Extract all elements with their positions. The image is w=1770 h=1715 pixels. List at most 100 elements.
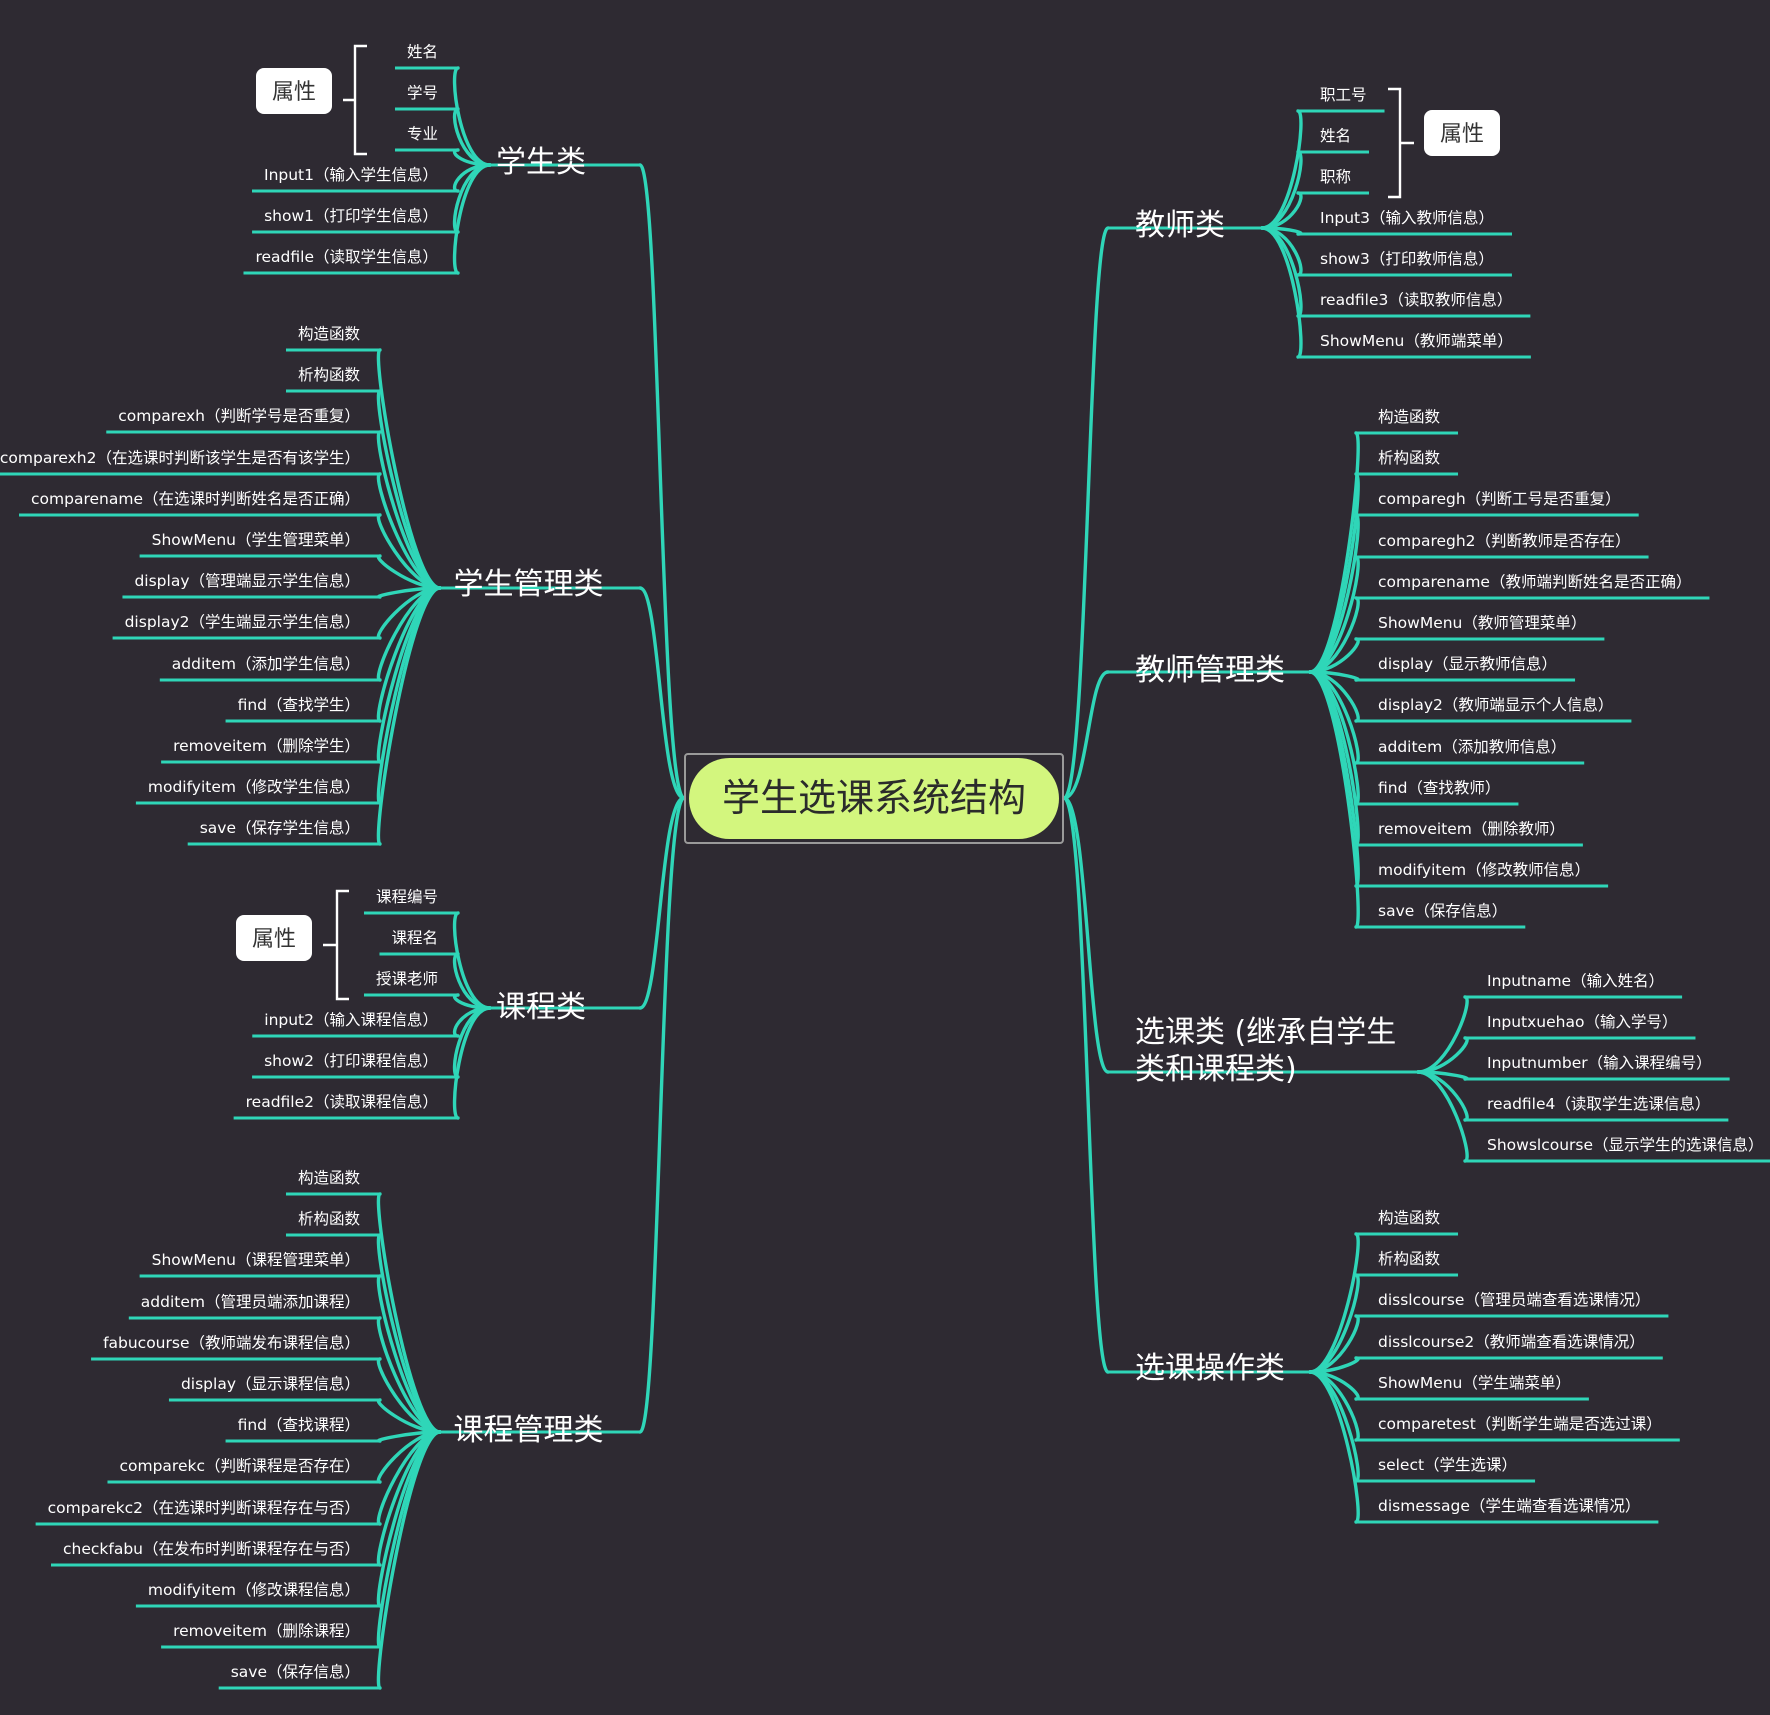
- leaf-connector: [452, 163, 492, 275]
- attribute-leaf[interactable]: 专业: [407, 125, 438, 143]
- method-leaf[interactable]: disslcourse（管理员端查看选课情况）: [1378, 1291, 1650, 1309]
- method-leaf[interactable]: additem（添加教师信息）: [1378, 738, 1566, 756]
- branch-title[interactable]: 教师类: [1135, 208, 1225, 243]
- central-topic-selection-frame: [684, 753, 1064, 844]
- method-leaf[interactable]: show3（打印教师信息）: [1320, 250, 1494, 268]
- method-leaf[interactable]: readfile2（读取课程信息）: [246, 1093, 438, 1111]
- method-leaf[interactable]: fabucourse（教师端发布课程信息）: [103, 1334, 360, 1352]
- method-leaf[interactable]: 析构函数: [1378, 1250, 1441, 1268]
- method-leaf[interactable]: disslcourse2（教师端查看选课情况）: [1378, 1333, 1645, 1351]
- method-leaf[interactable]: Input1（输入学生信息）: [264, 166, 438, 184]
- branch-connector: [638, 586, 686, 800]
- method-leaf[interactable]: readfile3（读取教师信息）: [1320, 291, 1512, 309]
- method-leaf[interactable]: 构造函数: [298, 325, 361, 343]
- method-leaf[interactable]: additem（添加学生信息）: [172, 655, 360, 673]
- branch-title[interactable]: 学生类: [496, 145, 586, 180]
- leaf-connector: [376, 1430, 442, 1690]
- method-leaf[interactable]: removeitem（删除教师）: [1378, 820, 1565, 838]
- branch-connector: [638, 796, 686, 1010]
- method-leaf[interactable]: modifyitem（修改教师信息）: [1378, 861, 1590, 879]
- branch-title[interactable]: 教师管理类: [1135, 653, 1285, 688]
- method-leaf[interactable]: removeitem（删除学生）: [173, 737, 360, 755]
- attribute-leaf[interactable]: 课程名: [391, 929, 438, 947]
- attribute-tag-label: 属性: [252, 927, 296, 952]
- method-leaf[interactable]: comparetest（判断学生端是否选过课）: [1378, 1415, 1662, 1433]
- method-leaf[interactable]: modifyitem（修改学生信息）: [148, 778, 360, 796]
- method-leaf[interactable]: comparegh（判断工号是否重复）: [1378, 490, 1621, 508]
- method-leaf[interactable]: ShowMenu（学生管理菜单）: [152, 531, 360, 549]
- method-leaf[interactable]: select（学生选课）: [1378, 1456, 1517, 1474]
- method-leaf[interactable]: modifyitem（修改课程信息）: [148, 1581, 360, 1599]
- leaf-connector: [1308, 1370, 1360, 1524]
- attribute-leaf[interactable]: 职称: [1320, 168, 1351, 186]
- attribute-tag[interactable]: 属性: [256, 68, 332, 114]
- attribute-leaf[interactable]: 课程编号: [376, 888, 438, 906]
- attribute-leaf[interactable]: 职工号: [1320, 86, 1367, 104]
- method-leaf[interactable]: readfile（读取学生信息）: [255, 248, 438, 266]
- method-leaf[interactable]: show1（打印学生信息）: [264, 207, 438, 225]
- attribute-leaf[interactable]: 学号: [407, 84, 438, 102]
- branch-title[interactable]: 课程类: [496, 990, 586, 1025]
- method-leaf[interactable]: ShowMenu（教师管理菜单）: [1378, 614, 1586, 632]
- leaf-connector: [1260, 226, 1303, 318]
- method-leaf[interactable]: ShowMenu（课程管理菜单）: [152, 1251, 360, 1269]
- method-leaf[interactable]: comparexh2（在选课时判断该学生是否有该学生）: [0, 449, 360, 467]
- method-leaf[interactable]: find（查找课程）: [238, 1416, 360, 1434]
- method-leaf[interactable]: save（保存信息）: [231, 1663, 360, 1681]
- attribute-leaf[interactable]: 授课老师: [376, 970, 438, 988]
- method-leaf[interactable]: find（查找学生）: [238, 696, 360, 714]
- attribute-leaf[interactable]: 姓名: [407, 43, 438, 61]
- method-leaf[interactable]: 构造函数: [1378, 408, 1441, 426]
- method-leaf[interactable]: display（显示教师信息）: [1378, 655, 1557, 673]
- method-leaf[interactable]: Inputxuehao（输入学号）: [1487, 1013, 1677, 1031]
- method-leaf[interactable]: Showslcourse（显示学生的选课信息）: [1487, 1136, 1764, 1154]
- method-leaf[interactable]: ShowMenu（学生端菜单）: [1378, 1374, 1571, 1392]
- method-leaf[interactable]: ShowMenu（教师端菜单）: [1320, 332, 1513, 350]
- branch-title[interactable]: 学生管理类: [454, 567, 604, 602]
- method-leaf[interactable]: comparekc（判断课程是否存在）: [119, 1457, 360, 1475]
- method-leaf[interactable]: comparekc2（在选课时判断课程存在与否）: [48, 1499, 360, 1517]
- method-leaf[interactable]: input2（输入课程信息）: [264, 1011, 438, 1029]
- method-leaf[interactable]: 构造函数: [1378, 1209, 1441, 1227]
- method-leaf[interactable]: removeitem（删除课程）: [173, 1622, 360, 1640]
- attribute-tag[interactable]: 属性: [1424, 110, 1500, 156]
- method-leaf[interactable]: show2（打印课程信息）: [264, 1052, 438, 1070]
- leaf-connector: [1416, 995, 1469, 1074]
- method-leaf[interactable]: display（显示课程信息）: [181, 1375, 360, 1393]
- branch-title[interactable]: 课程管理类: [454, 1413, 604, 1448]
- method-leaf[interactable]: checkfabu（在发布时判断课程存在与否）: [63, 1540, 360, 1558]
- branch-connector: [1062, 796, 1110, 1074]
- method-leaf[interactable]: Inputnumber（输入课程编号）: [1487, 1054, 1712, 1072]
- method-leaf[interactable]: additem（管理员端添加课程）: [141, 1293, 360, 1311]
- attribute-tag-box: [1424, 110, 1500, 156]
- method-leaf[interactable]: 析构函数: [1378, 449, 1441, 467]
- method-leaf[interactable]: 构造函数: [298, 1169, 361, 1187]
- branch-title[interactable]: 选课操作类: [1135, 1351, 1285, 1386]
- central-topic[interactable]: 学生选课系统结构: [689, 758, 1059, 839]
- method-leaf[interactable]: comparegh2（判断教师是否存在）: [1378, 532, 1631, 550]
- method-leaf[interactable]: save（保存学生信息）: [200, 819, 360, 837]
- method-leaf[interactable]: comparexh（判断学号是否重复）: [118, 407, 360, 425]
- method-leaf[interactable]: comparename（教师端判断姓名是否正确）: [1378, 573, 1691, 591]
- method-leaf[interactable]: Inputname（输入姓名）: [1487, 972, 1664, 990]
- leaf-connector: [376, 1357, 442, 1434]
- method-leaf[interactable]: find（查找教师）: [1378, 779, 1500, 797]
- method-leaf[interactable]: display2（学生端显示学生信息）: [125, 613, 360, 631]
- method-leaf[interactable]: display2（教师端显示个人信息）: [1378, 696, 1613, 714]
- branch-connector: [1062, 226, 1110, 800]
- method-leaf[interactable]: dismessage（学生端查看选课情况）: [1378, 1497, 1640, 1515]
- method-leaf[interactable]: readfile4（读取学生选课信息）: [1487, 1095, 1710, 1113]
- attribute-leaf[interactable]: 姓名: [1320, 127, 1351, 145]
- method-leaf[interactable]: 析构函数: [298, 1210, 361, 1228]
- method-leaf[interactable]: comparename（在选课时判断姓名是否正确）: [31, 490, 360, 508]
- method-leaf[interactable]: display（管理端显示学生信息）: [134, 572, 360, 590]
- method-leaf[interactable]: save（保存信息）: [1378, 902, 1507, 920]
- leaf-connector: [1416, 1070, 1469, 1122]
- method-leaf[interactable]: Input3（输入教师信息）: [1320, 209, 1494, 227]
- label-layer: 学生类姓名学号专业Input1（输入学生信息）show1（打印学生信息）read…: [0, 43, 1764, 1681]
- method-leaf[interactable]: 析构函数: [298, 366, 361, 384]
- branch-title[interactable]: 选课类 (继承自学生类和课程类): [1135, 1015, 1396, 1087]
- attribute-tag[interactable]: 属性: [236, 915, 312, 961]
- leaf-connector: [1308, 670, 1360, 929]
